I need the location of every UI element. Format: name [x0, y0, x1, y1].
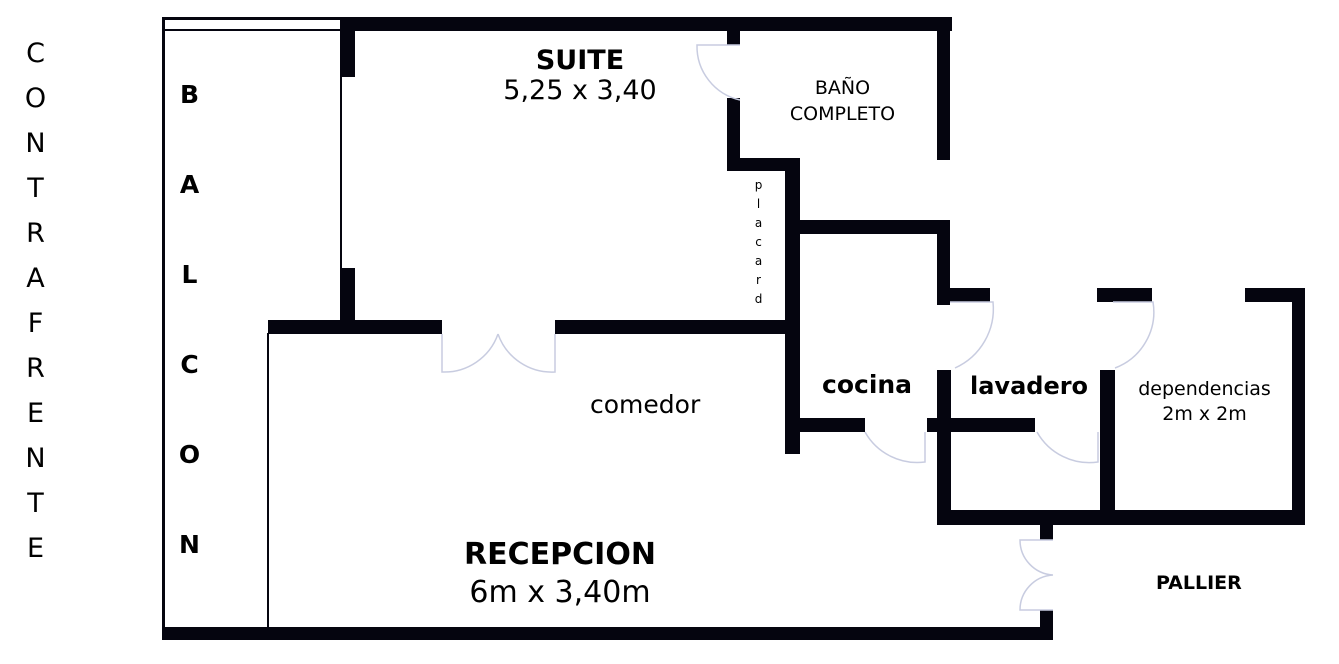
placard-text: placard: [751, 178, 766, 311]
wall: [927, 418, 1035, 432]
wall: [268, 320, 442, 334]
wall: [937, 288, 990, 302]
window: [340, 75, 342, 270]
wall: [1292, 288, 1305, 525]
placard-label: placard: [749, 178, 767, 317]
wall: [340, 17, 355, 77]
wall: [727, 158, 800, 171]
wall: [785, 220, 950, 234]
suite-size: 5,25 x 3,40: [503, 75, 657, 106]
bano-label: BAÑO COMPLETO: [770, 75, 915, 127]
recepcion-name: RECEPCION: [464, 537, 656, 572]
recepcion-size: 6m x 3,40m: [469, 575, 651, 610]
door-swing: [441, 333, 499, 373]
wall: [937, 370, 951, 525]
wall: [937, 17, 950, 160]
door-swing: [1113, 301, 1155, 369]
lavadero-label: lavadero: [970, 372, 1089, 400]
door-swing: [696, 44, 741, 101]
door-swing: [497, 333, 556, 373]
dependencias-size: 2m x 2m: [1162, 403, 1247, 425]
wall: [937, 510, 1305, 525]
balcony-edge: [163, 29, 341, 31]
wall: [727, 17, 740, 45]
door-swing: [1019, 539, 1054, 611]
comedor-label: comedor: [590, 390, 701, 419]
wall-top: [340, 17, 952, 31]
suite-name: SUITE: [535, 45, 625, 76]
cocina-label: cocina: [822, 370, 913, 399]
bano-line1: BAÑO: [814, 77, 871, 99]
door-swings: [441, 44, 1155, 611]
dependencias-name: dependencias: [1138, 378, 1271, 400]
wall: [1245, 288, 1305, 302]
suite-label: SUITE 5,25 x 3,40: [430, 46, 730, 106]
wall: [937, 220, 950, 305]
door-swing: [1036, 431, 1099, 464]
wall: [1040, 525, 1053, 540]
wall: [727, 98, 740, 170]
side-label: CONTRAFRENTE: [20, 38, 51, 578]
wall: [785, 418, 865, 432]
wall-bottom: [163, 627, 1053, 640]
wall: [555, 320, 787, 334]
bano-line2: COMPLETO: [789, 103, 896, 125]
balcony-edge: [267, 333, 269, 628]
balcon-text: BALCON: [175, 80, 204, 620]
door-swing: [950, 301, 995, 369]
balcony-edge: [162, 17, 165, 640]
wall: [1097, 288, 1152, 302]
wall: [340, 268, 355, 323]
dependencias-label: dependencias 2m x 2m: [1122, 377, 1287, 427]
recepcion-label: RECEPCION 6m x 3,40m: [410, 536, 710, 612]
wall: [785, 158, 800, 454]
balcon-label: BALCON: [175, 80, 204, 626]
pallier-label: PALLIER: [1156, 572, 1242, 594]
contrafrente-label: CONTRAFRENTE: [20, 38, 51, 578]
wall: [1100, 370, 1115, 520]
door-swing: [864, 431, 926, 464]
balcony-edge: [163, 17, 341, 20]
